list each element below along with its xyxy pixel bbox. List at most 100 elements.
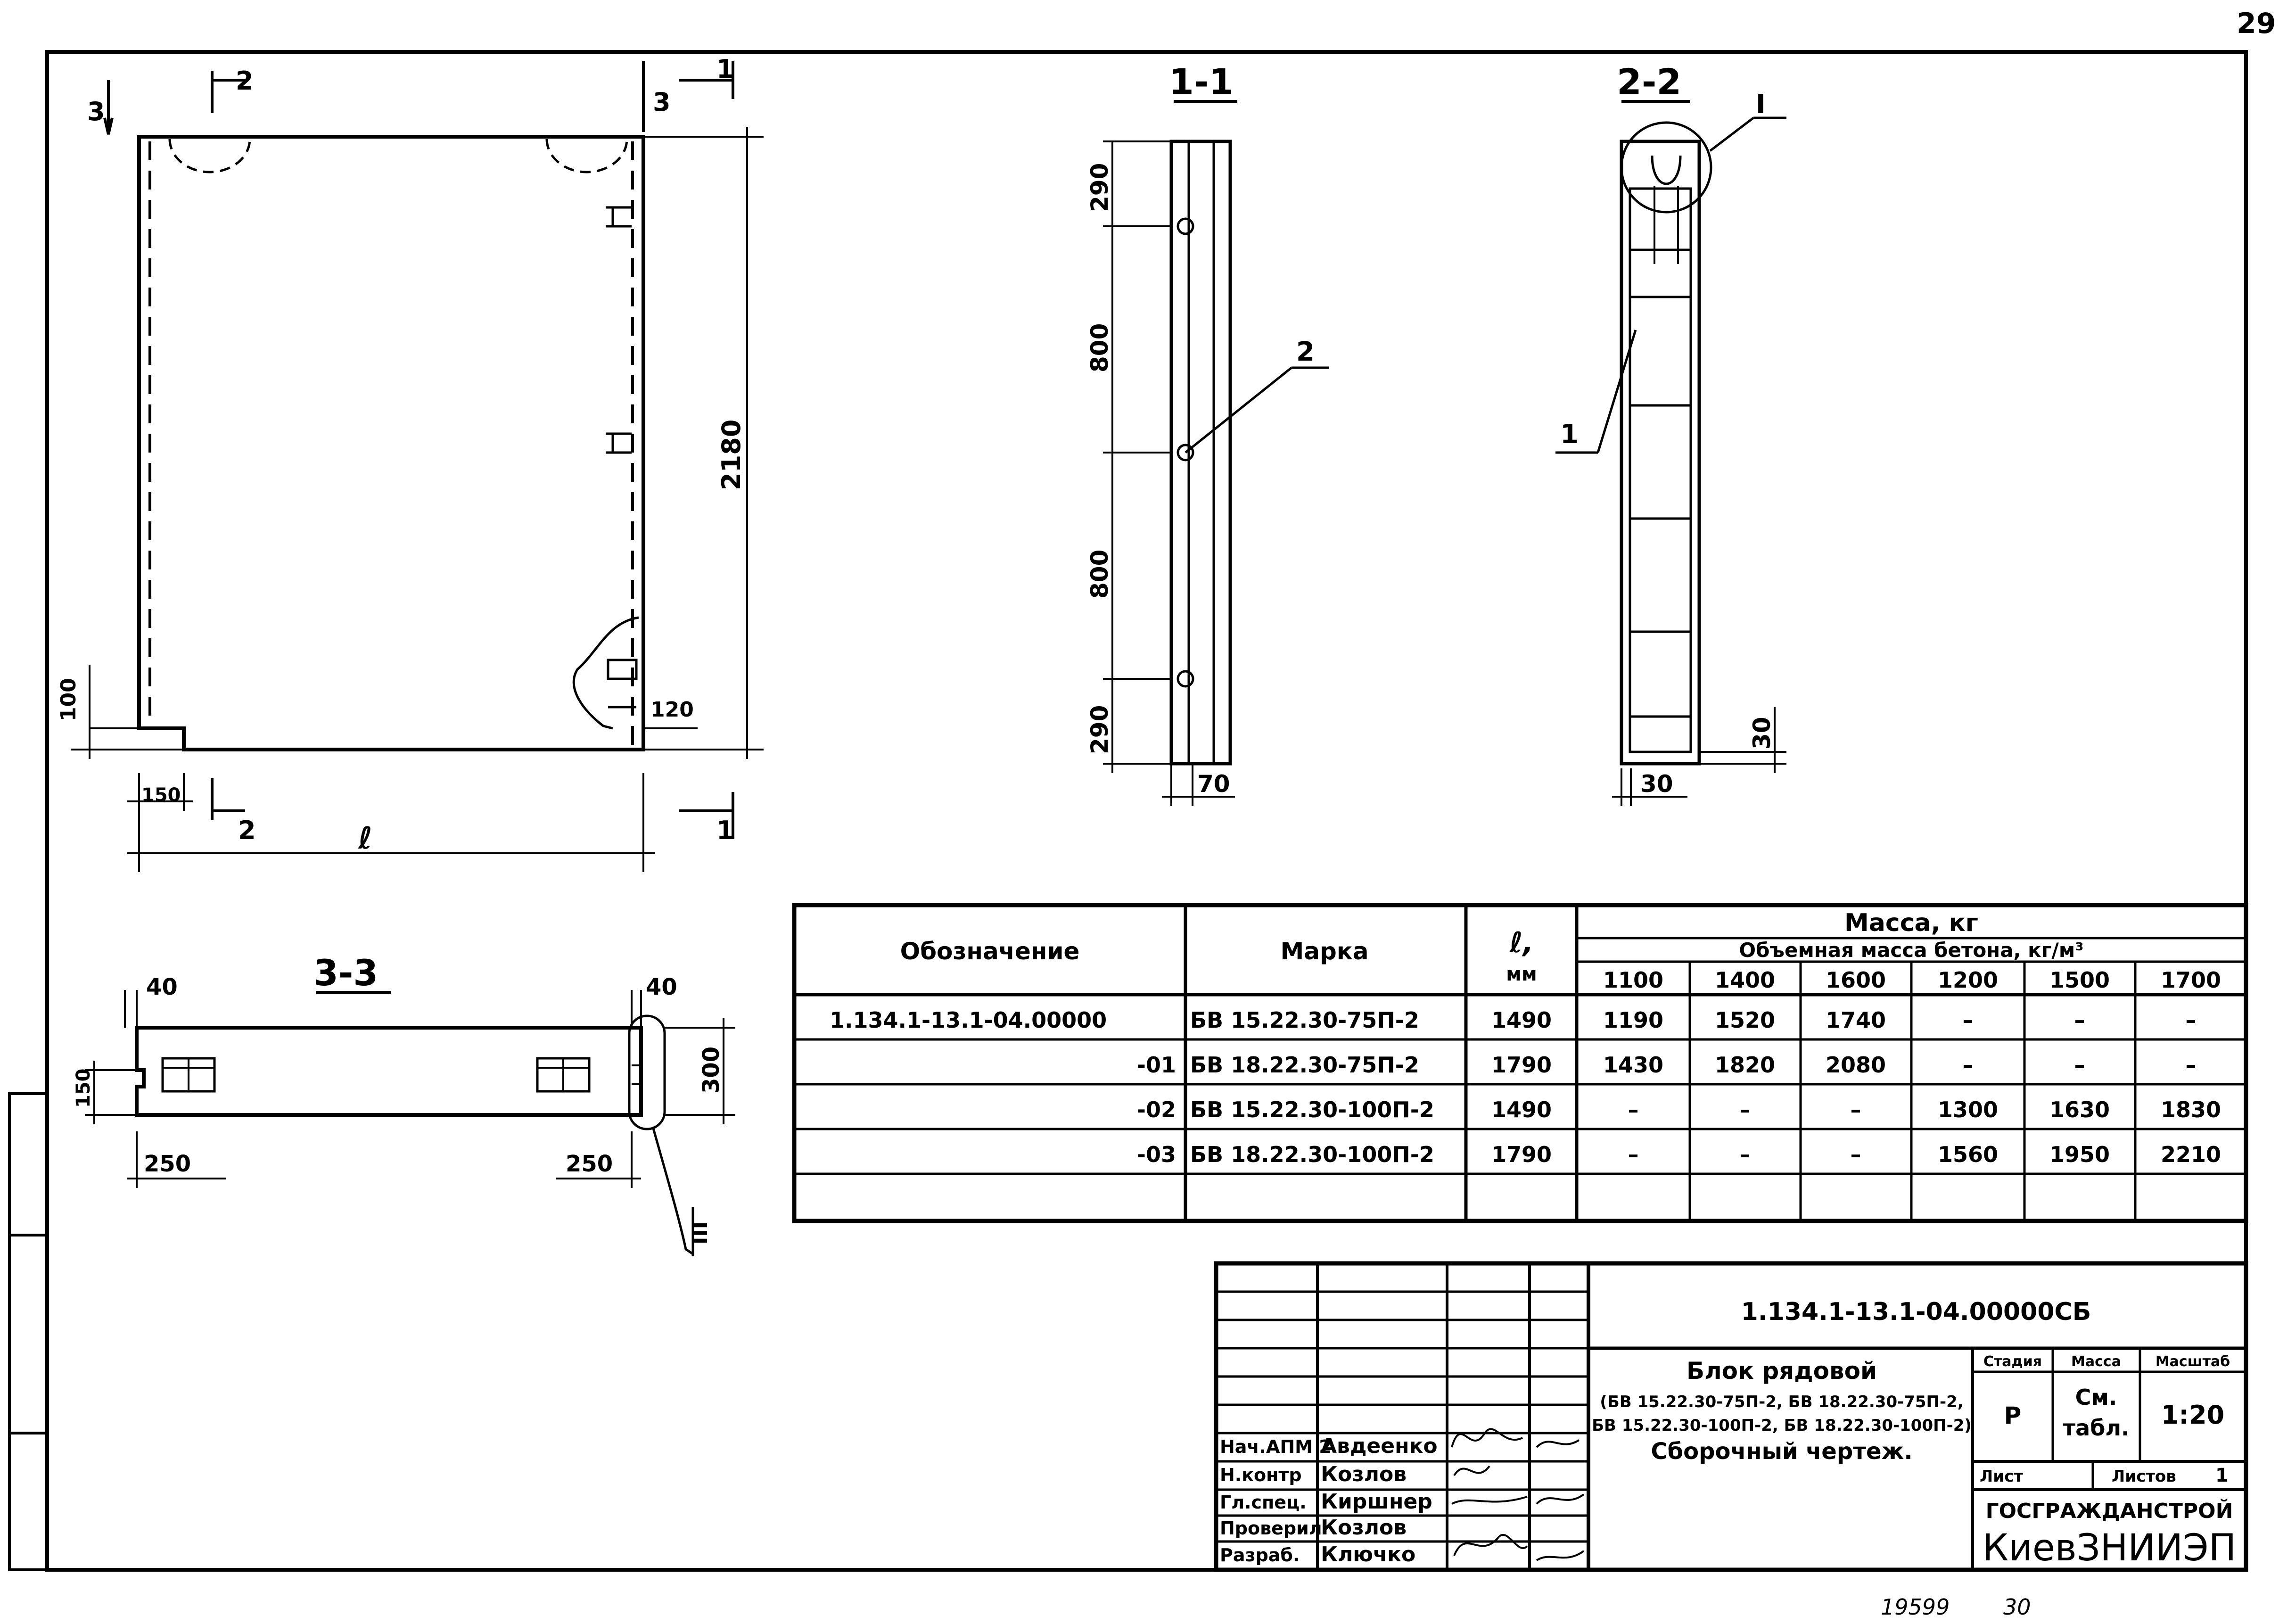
header-density-1100: 1100 — [1603, 967, 1663, 993]
table-row-1-mass-1: 1430 — [1603, 1052, 1663, 1078]
table-row-0-mass-3: 1740 — [1826, 1007, 1886, 1033]
sheets-label: Листов — [2112, 1467, 2176, 1486]
dim-3-3-40-left: 40 — [146, 974, 178, 1000]
title-line-4: Сборочный чертеж. — [1651, 1438, 1912, 1465]
header-mark: Марка — [1281, 938, 1369, 965]
header-density-1600: 1600 — [1826, 967, 1886, 993]
table-row-2-mass-1: – — [1628, 1097, 1639, 1122]
dim-3-3-40-right: 40 — [646, 974, 677, 1000]
sig-name-4: Ключко — [1321, 1542, 1415, 1566]
dim-1-1-290-top: 290 — [1086, 163, 1113, 212]
scale-value: 1:20 — [2161, 1400, 2224, 1430]
table-row-2-mass-3: – — [1851, 1097, 1861, 1122]
table-row-1-mass-6: – — [2186, 1052, 2197, 1078]
table-row-2-designation: -02 — [1137, 1097, 1176, 1122]
spec-table: Обозначение Марка ℓ, мм Масса, кг Объемн… — [792, 903, 2248, 1223]
header-density-1700: 1700 — [2161, 967, 2221, 993]
callout-part-1: 1 — [1560, 419, 1579, 450]
header-length: ℓ, — [1509, 926, 1533, 959]
table-row-0-mass-2: 1520 — [1715, 1007, 1775, 1033]
table-row-3-length: 1790 — [1491, 1142, 1552, 1167]
table-row-0-mass-5: – — [2074, 1007, 2085, 1033]
callout-2: 2 — [1296, 337, 1315, 367]
table-row-3-mass-5: 1950 — [2049, 1142, 2110, 1167]
dim-3-3-250-left: 250 — [144, 1151, 191, 1177]
table-row-0-mass-1: 1190 — [1603, 1007, 1663, 1033]
dim-2-2-30-width: 30 — [1640, 770, 1673, 798]
table-row-3-mark: БВ 18.22.30-100П-2 — [1190, 1142, 1434, 1167]
header-density-1200: 1200 — [1938, 967, 1998, 993]
section-mark-3-left: 3 — [87, 97, 105, 126]
section-3-3-title: 3-3 — [313, 952, 378, 994]
table-row-2-mass-5: 1630 — [2049, 1097, 2110, 1122]
section-mark-3-right: 3 — [653, 87, 671, 117]
title-line-2: (БВ 15.22.30-75П-2, БВ 18.22.30-75П-2, — [1600, 1393, 1963, 1411]
dim-notch-150: 150 — [141, 784, 181, 806]
sig-role-0: Нач.АПМ 2 — [1220, 1436, 1332, 1457]
sheet-frame — [45, 50, 2248, 1572]
callout-node-I: I — [1756, 89, 1766, 120]
sig-role-1: Н.контр — [1220, 1465, 1302, 1485]
dim-1-1-800-upper: 800 — [1086, 323, 1113, 372]
table-row-3-mass-6: 2210 — [2161, 1142, 2221, 1167]
page-number: 29 — [2237, 7, 2276, 40]
dim-length-l: ℓ — [358, 821, 372, 856]
org-line-2: КиевЗНИИЭП — [1983, 1527, 2237, 1569]
dim-3-3-300: 300 — [698, 1047, 724, 1094]
section-1-1 — [1103, 100, 1329, 806]
elevation-view — [71, 61, 764, 872]
callout-node-III: III — [688, 1221, 712, 1245]
section-2-2-labels: 2-2 I 1 30 30 — [1560, 61, 1776, 798]
mass-label: Масса — [2071, 1353, 2121, 1370]
table-row-3-designation: -03 — [1137, 1142, 1176, 1167]
section-3-3 — [85, 990, 735, 1256]
table-row-3-mass-4: 1560 — [1938, 1142, 1998, 1167]
section-mark-2-top: 2 — [236, 66, 254, 96]
table-row-2-length: 1490 — [1491, 1097, 1552, 1122]
table-row-2-mass-4: 1300 — [1938, 1097, 1998, 1122]
section-mark-1-top: 1 — [716, 54, 734, 84]
scale-label: Масштаб — [2156, 1353, 2230, 1370]
section-mark-1-bottom: 1 — [716, 816, 734, 845]
title-line-3: БВ 15.22.30-100П-2, БВ 18.22.30-100П-2) — [1592, 1416, 1972, 1435]
table-row-3-mass-1: – — [1628, 1142, 1639, 1167]
binding-strip — [8, 1092, 49, 1571]
title-line-1: Блок рядовой — [1687, 1357, 1877, 1385]
table-row-0-mass-4: – — [1963, 1007, 1974, 1033]
table-row-2-mass-6: 1830 — [2161, 1097, 2221, 1122]
elevation-labels: 3 2 3 1 2 1 2180 ℓ 150 100 120 — [57, 54, 746, 856]
table-row-1-mass-5: – — [2074, 1052, 2085, 1078]
table-row-0-length: 1490 — [1491, 1007, 1552, 1033]
header-density-1500: 1500 — [2049, 967, 2110, 993]
mass-value-1: См. — [2075, 1385, 2117, 1410]
sig-role-4: Разраб. — [1220, 1545, 1300, 1566]
section-mark-2-bottom: 2 — [238, 816, 256, 845]
table-row-1-mass-3: 2080 — [1826, 1052, 1886, 1078]
title-block: Нач.АПМ 2 Авдеенко Н.контр Козлов Гл.спе… — [1214, 1261, 2248, 1572]
org-line-1: ГОСГРАЖДАНСТРОЙ — [1986, 1498, 2233, 1523]
section-1-1-title: 1-1 — [1169, 61, 1234, 103]
sig-role-2: Гл.спец. — [1220, 1492, 1307, 1513]
archive-number: 19599 — [1881, 1594, 1950, 1620]
section-2-2 — [1555, 100, 1786, 806]
table-row-0-mass-6: – — [2186, 1007, 2197, 1033]
dim-notch-100: 100 — [57, 678, 81, 721]
header-designation: Обозначение — [900, 938, 1080, 965]
dim-2-2-30-cover: 30 — [1748, 717, 1776, 750]
table-row-0-mark: БВ 15.22.30-75П-2 — [1190, 1007, 1419, 1033]
header-density-1400: 1400 — [1715, 967, 1775, 993]
table-row-0-designation: 1.134.1-13.1-04.00000 — [830, 1007, 1107, 1033]
dim-1-1-800-lower: 800 — [1086, 550, 1113, 599]
table-row-2-mass-2: – — [1740, 1097, 1751, 1122]
doc-code: 1.134.1-13.1-04.00000СБ — [1741, 1298, 2091, 1326]
sig-name-3: Козлов — [1321, 1516, 1407, 1540]
section-1-1-labels: 1-1 290 800 800 290 70 2 — [1086, 61, 1315, 798]
table-row-1-mass-4: – — [1963, 1052, 1974, 1078]
sig-name-0: Авдеенко — [1321, 1434, 1438, 1458]
table-row-2-mark: БВ 15.22.30-100П-2 — [1190, 1097, 1434, 1122]
header-mass: Масса, кг — [1844, 909, 1978, 937]
stage-label: Стадия — [1983, 1353, 2042, 1370]
sig-role-3: Проверил — [1220, 1518, 1322, 1539]
sheet-label: Лист — [1980, 1467, 2023, 1486]
